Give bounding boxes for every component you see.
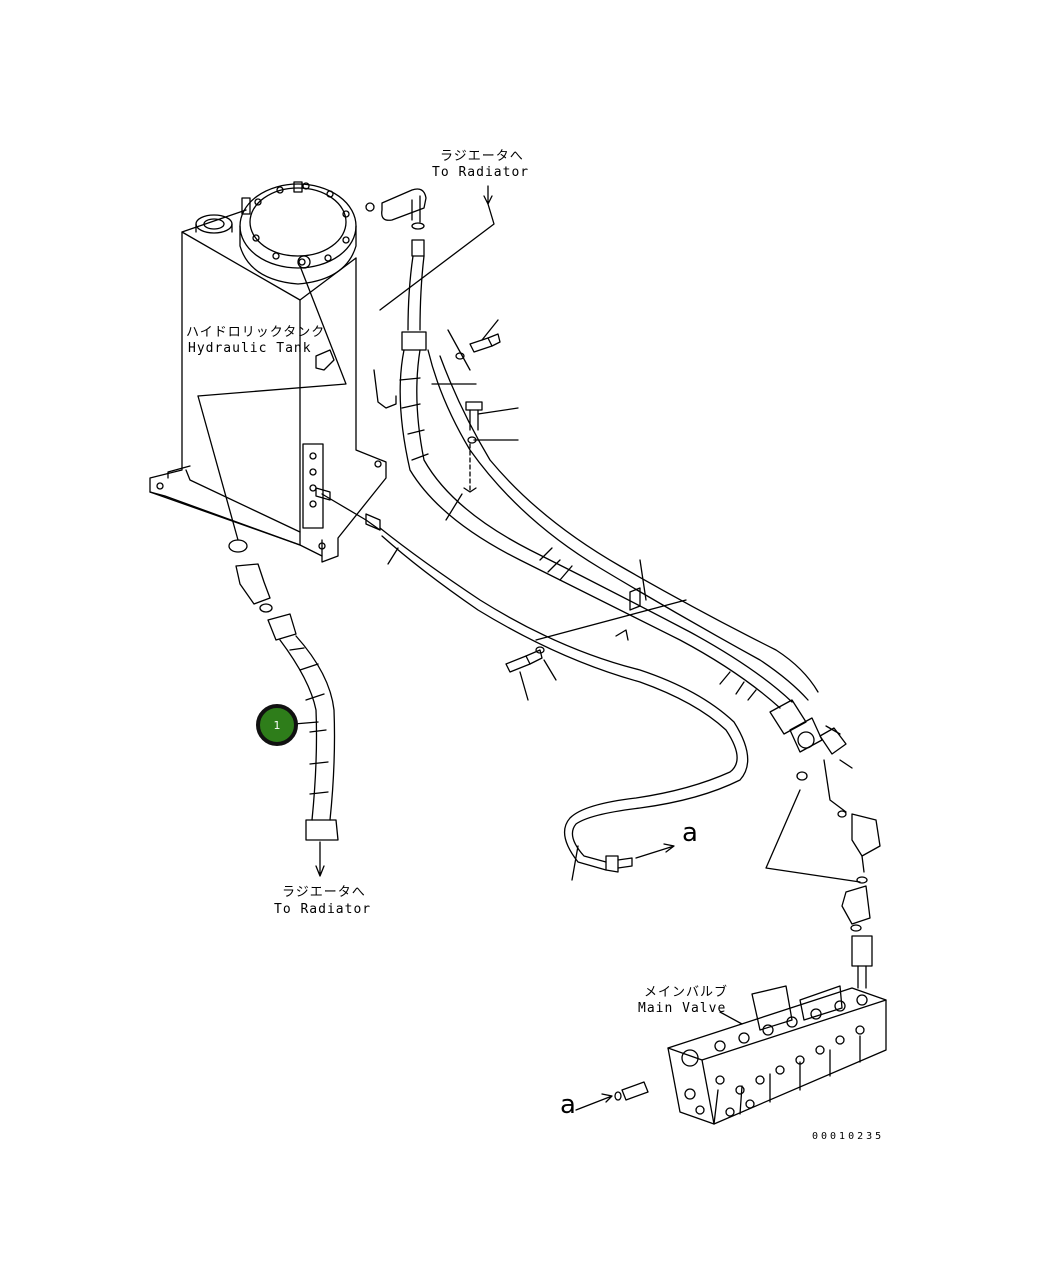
part-callout-1[interactable]: 1	[256, 704, 298, 746]
connector-a-hose	[321, 493, 749, 881]
drawing-number: 00010235	[812, 1131, 885, 1142]
label-main-valve-jp: メインバルブ	[644, 985, 729, 1000]
label-to-radiator-top-jp: ラジエータへ	[440, 149, 524, 164]
label-to-radiator-bottom-en: To Radiator	[274, 902, 372, 917]
hydraulic-tank	[149, 181, 387, 563]
connector-a-right-label: a	[682, 818, 698, 848]
label-hydraulic-tank-jp: ハイドロリックタンク	[186, 325, 326, 340]
label-to-radiator-top-en: To Radiator	[432, 165, 530, 180]
label-to-radiator-bottom-jp: ラジエータへ	[282, 885, 366, 900]
hose-item-1	[228, 539, 339, 877]
label-main-valve-en: Main Valve	[638, 1001, 727, 1016]
main-valve	[575, 985, 887, 1125]
hardware-bolts	[431, 319, 687, 701]
part-callout-1-number: 1	[273, 718, 281, 732]
callout-1-leader	[293, 721, 319, 725]
label-hydraulic-tank-en: Hydraulic Tank	[188, 341, 312, 356]
valve-supply-fittings	[765, 759, 881, 989]
connector-a-left-label: a	[560, 1090, 576, 1120]
radiator-return-line	[365, 185, 853, 769]
